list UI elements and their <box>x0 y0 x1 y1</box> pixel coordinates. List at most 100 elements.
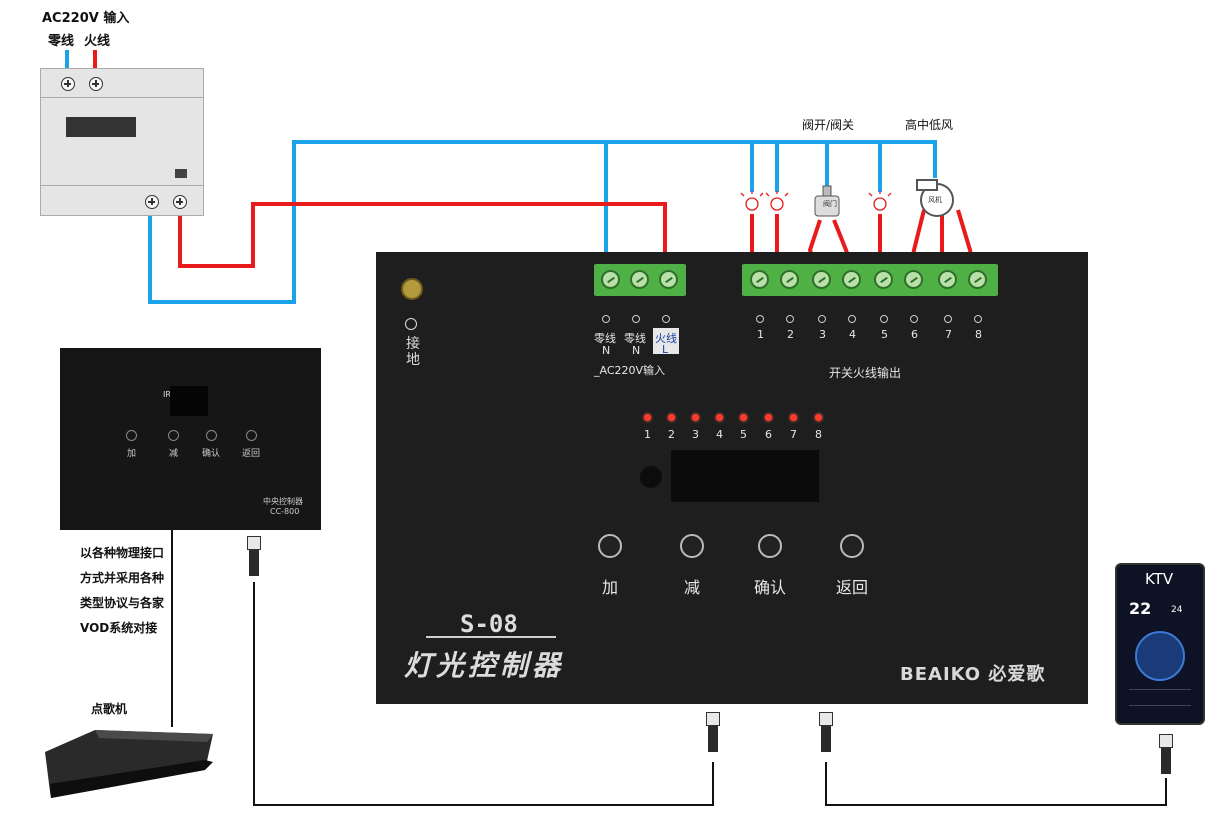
indicator-ring <box>756 315 764 323</box>
led-num: 4 <box>716 428 723 441</box>
lighting-controller: 接地 零线 零线 火线 N N L _AC220V输入 1 2 3 4 5 6 … <box>376 252 1088 704</box>
ac-input-caption: _AC220V输入 <box>594 364 666 377</box>
valve-icon-text: 阀门 <box>823 200 837 208</box>
cc-confirm-button[interactable] <box>206 430 217 441</box>
output-num: 1 <box>757 328 764 341</box>
cc-confirm-label: 确认 <box>202 449 221 459</box>
input-terminal-block <box>594 264 686 296</box>
channel-led <box>668 414 675 421</box>
ac-input-title: AC220V 输入 <box>42 11 130 26</box>
ktv-set-temp: 24 <box>1171 605 1183 615</box>
rj45-connector-icon <box>1159 734 1173 774</box>
input-term-2-label: 零线 <box>624 332 646 345</box>
ktv-dial[interactable] <box>1135 631 1185 681</box>
desc-line-3: 类型协议与各家 <box>80 596 165 610</box>
terminal-screw-icon <box>659 270 678 289</box>
indicator-ring <box>602 315 610 323</box>
input-term-1-label: 零线 <box>594 332 616 345</box>
output-num: 3 <box>819 328 826 341</box>
model-rule <box>426 636 556 638</box>
minus-button[interactable] <box>680 534 704 558</box>
led-num: 8 <box>815 428 822 441</box>
meter-indicator <box>175 169 187 178</box>
rj45-connector-icon <box>706 712 720 752</box>
channel-led <box>740 414 747 421</box>
ktv-control-panel[interactable]: KTV 22 24 <box>1115 563 1205 725</box>
input-term-3-sub: L <box>662 343 669 356</box>
back-button[interactable] <box>840 534 864 558</box>
display-window <box>671 450 819 502</box>
cc-back-label: 返回 <box>242 449 261 459</box>
bulb-icons <box>740 191 892 211</box>
indicator-ring <box>818 315 826 323</box>
indicator-ring <box>974 315 982 323</box>
player-label: 点歌机 <box>91 702 128 716</box>
cc-minus-label: 减 <box>169 449 179 459</box>
channel-led <box>790 414 797 421</box>
output-num: 2 <box>787 328 794 341</box>
terminal-screw-icon <box>750 270 769 289</box>
cc-minus-button[interactable] <box>168 430 179 441</box>
terminal-screw-icon <box>968 270 987 289</box>
terminal-screw-icon <box>630 270 649 289</box>
minus-button-label: 减 <box>684 578 701 597</box>
rj45-connector-icon <box>819 712 833 752</box>
output-num: 6 <box>911 328 918 341</box>
terminal-screw-icon <box>874 270 893 289</box>
input-term-1-sub: N <box>602 344 611 357</box>
network-cables <box>171 530 1167 806</box>
ktv-temp: 22 <box>1129 599 1152 618</box>
channel-led <box>765 414 772 421</box>
input-term-3-label: 火线 <box>655 332 677 345</box>
terminal-screw-icon <box>61 77 75 91</box>
channel-led <box>815 414 822 421</box>
input-term-2-sub: N <box>632 344 641 357</box>
power-meter <box>40 68 204 216</box>
channel-led <box>644 414 651 421</box>
ground-label: 接地 <box>406 336 420 368</box>
terminal-screw-icon <box>904 270 923 289</box>
output-num: 7 <box>945 328 952 341</box>
rj45-connector-icon <box>247 536 261 576</box>
indicator-ring <box>786 315 794 323</box>
terminal-screw-icon <box>938 270 957 289</box>
output-num: 4 <box>849 328 856 341</box>
led-num: 1 <box>644 428 651 441</box>
ground-symbol-icon <box>405 318 417 330</box>
ground-screw-icon <box>401 278 423 300</box>
fan-icon <box>916 179 954 217</box>
valve-icon <box>814 185 840 217</box>
cc-back-button[interactable] <box>246 430 257 441</box>
indicator-ring <box>848 315 856 323</box>
central-controller: IR 加 减 确认 返回 中央控制器 CC-800 <box>60 348 321 530</box>
add-button[interactable] <box>598 534 622 558</box>
indicator-ring <box>910 315 918 323</box>
cc-add-label: 加 <box>127 449 137 459</box>
ktv-button-row <box>1129 705 1191 716</box>
output-num: 5 <box>881 328 888 341</box>
fan-icon-text: 风机 <box>928 196 942 204</box>
indicator-ring <box>662 315 670 323</box>
live-highlight-box <box>653 328 679 354</box>
model-number: S-08 <box>460 610 518 638</box>
terminal-screw-icon <box>173 195 187 209</box>
led-num: 2 <box>668 428 675 441</box>
karaoke-player-icon <box>45 730 213 798</box>
live-wires <box>93 50 974 268</box>
ir-receiver <box>640 466 662 488</box>
channel-led <box>716 414 723 421</box>
terminal-screw-icon <box>601 270 620 289</box>
led-num: 5 <box>740 428 747 441</box>
output-caption: 开关火线输出 <box>829 366 902 380</box>
confirm-button[interactable] <box>758 534 782 558</box>
back-button-label: 返回 <box>836 578 869 597</box>
cc-name: 中央控制器 <box>263 497 303 506</box>
led-num: 3 <box>692 428 699 441</box>
neutral-label: 零线 <box>48 34 75 49</box>
confirm-button-label: 确认 <box>754 578 787 597</box>
cc-display <box>170 386 208 416</box>
desc-line-4: VOD系统对接 <box>80 621 158 635</box>
output-num: 8 <box>975 328 982 341</box>
indicator-ring <box>880 315 888 323</box>
cc-add-button[interactable] <box>126 430 137 441</box>
